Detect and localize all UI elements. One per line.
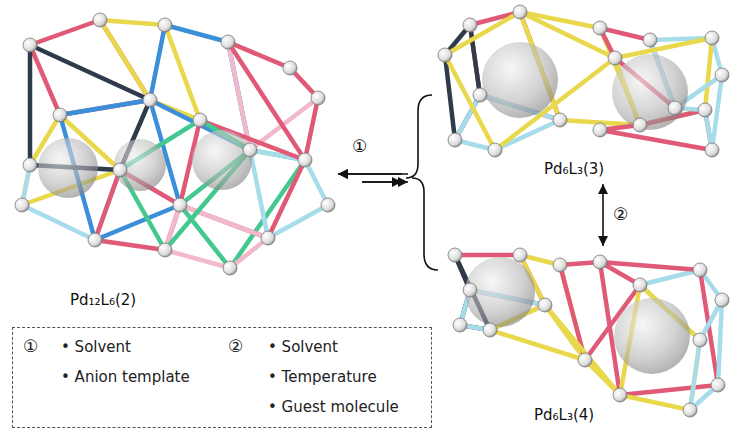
arrow-head: [398, 177, 408, 187]
condition-text: • Solvent: [61, 338, 131, 356]
cage-label: Pd₆L₃(4): [534, 406, 594, 424]
arrow-head: [338, 169, 348, 179]
connector: [338, 169, 438, 270]
condition-legend-box: ① • Solvent • Anion template ② • Solvent • Te…: [12, 327, 432, 428]
callout-number: ①: [23, 336, 38, 356]
connector-line: [406, 95, 432, 178]
callout-number: ②: [228, 336, 243, 356]
arrow-head: [338, 169, 348, 179]
cage-label: Pd₆L₃(3): [544, 160, 604, 178]
arrow-head: [598, 236, 608, 246]
connector: [338, 95, 432, 187]
condition-text: • Guest molecule: [268, 398, 399, 416]
pd-atoms: [15, 13, 335, 275]
pd-atoms: [448, 248, 729, 417]
connector-line: [412, 178, 438, 270]
guest-spheres: [482, 42, 688, 130]
callout-number: ①: [352, 136, 367, 156]
condition-text: • Anion template: [61, 368, 190, 386]
cage-4-rods: [455, 255, 722, 410]
guest-spheres: [38, 130, 252, 198]
condition-text: • Temperature: [268, 368, 377, 386]
cage-3: Pd₆L₃(3): [432, 6, 730, 182]
cage-3-rods: [445, 12, 722, 150]
condition-text: • Solvent: [268, 338, 338, 356]
cage-4: Pd₆L₃(4): [438, 248, 730, 430]
connector: [598, 184, 608, 246]
arrow-head: [598, 184, 608, 194]
connector-line: [338, 173, 408, 175]
guest-spheres: [465, 257, 690, 374]
callout-number: ②: [613, 204, 628, 224]
cage-label: Pd₁₂L₆(2): [70, 291, 136, 309]
cage-2-rods: [22, 20, 328, 268]
cage-2: Pd₁₂L₆(2): [10, 8, 336, 320]
pd-atoms: [438, 5, 729, 157]
